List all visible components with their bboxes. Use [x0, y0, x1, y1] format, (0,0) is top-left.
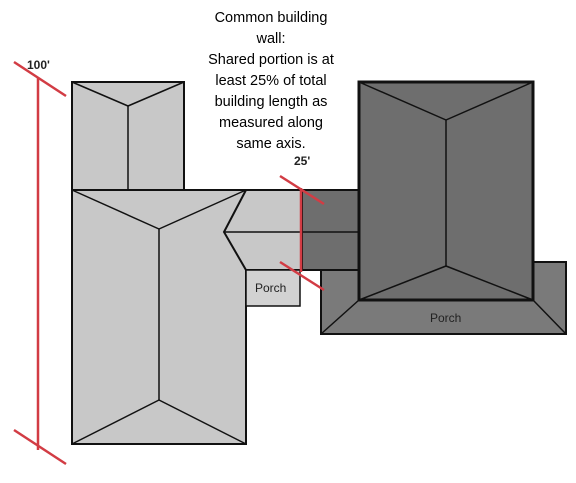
left-building-main [71, 189, 247, 445]
left-building-upper-wing [71, 81, 185, 191]
caption-line: wall: [256, 31, 286, 47]
shared-wall-dimension [279, 174, 325, 292]
caption-line: building length as [214, 94, 328, 110]
caption-line: same axis. [236, 136, 306, 152]
caption-line: Common building [214, 10, 328, 26]
caption-line: Shared portion is at [208, 52, 334, 68]
caption-line: measured along [219, 115, 323, 131]
porch-left [245, 269, 301, 307]
caption-line: least 25% of total [215, 73, 327, 89]
total-length-label: 100' [27, 58, 50, 72]
total-length-dimension [13, 60, 67, 466]
porch-right-label: Porch [430, 311, 462, 325]
shared-wall-label: 25' [294, 154, 311, 168]
common-wall-caption: Common building wall: Shared portion is … [186, 8, 356, 155]
porch-left-label: Porch [255, 281, 287, 295]
right-building [357, 80, 535, 302]
